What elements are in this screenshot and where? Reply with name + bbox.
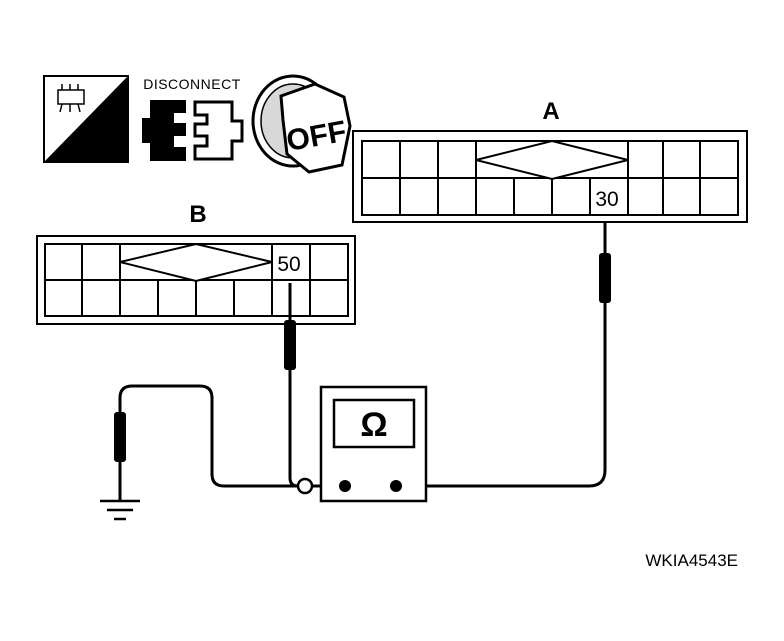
connector-b: B 50 [36,201,356,325]
meter-terminal-right [390,480,402,492]
ignition-off-icon: OFF [251,74,352,174]
connector-a: A 30 [352,98,748,223]
ohmmeter: Ω [319,385,428,503]
probe-a [599,222,611,303]
ground-icon [100,499,140,521]
connector-b-label: B [189,201,206,228]
connector-a-label: A [542,98,559,125]
probe-b [284,283,296,370]
harness-side-icon: H.S. [43,75,129,163]
lead-junction [296,477,314,495]
disconnect-icon: DISCONNECT [142,76,244,161]
probe-ground [114,412,126,462]
meter-terminal-left [339,480,351,492]
disconnect-label: DISCONNECT [143,76,241,92]
ohm-symbol: Ω [360,406,387,444]
connector-b-terminal: 50 [277,253,300,276]
harness-side-label: H.S. [78,138,119,161]
connector-a-terminal: 30 [595,188,618,211]
figure-id: WKIA4543E [645,551,738,570]
